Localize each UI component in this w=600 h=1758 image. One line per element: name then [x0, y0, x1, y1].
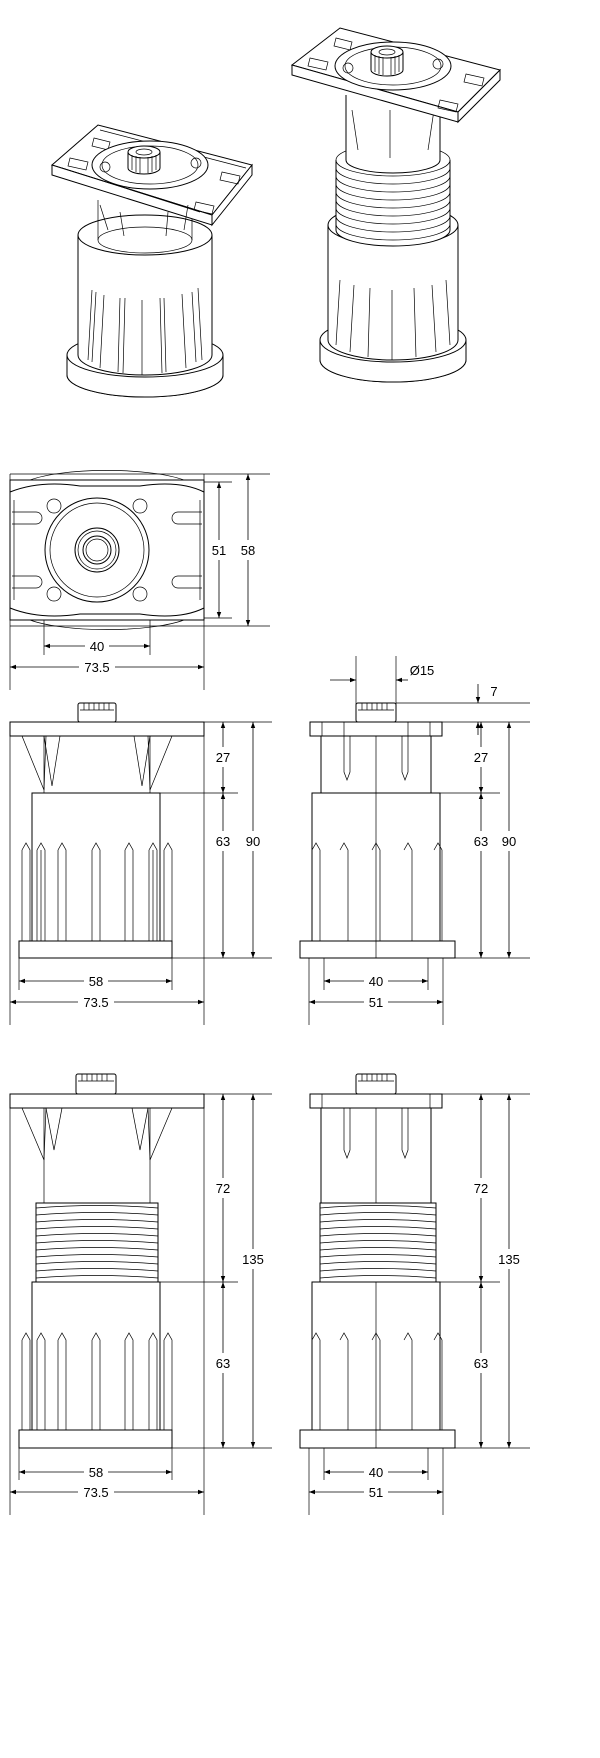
dimension-arrow: [309, 999, 315, 1005]
dimension-arrow: [220, 1276, 226, 1282]
dim-side-short-base-outer: 51: [369, 995, 383, 1010]
dimension-arrow: [19, 1469, 25, 1475]
dimension-arrow: [245, 620, 251, 626]
dim-side-short-total: 90: [502, 834, 516, 849]
dim-side-short-base-inner: 40: [369, 974, 383, 989]
side-view-short: [299, 656, 530, 1025]
dim-front-tall-top: 72: [216, 1181, 230, 1196]
dim-plan-height-outer: 58: [241, 543, 255, 558]
dim-side-tall-top: 72: [474, 1181, 488, 1196]
dimension-arrow: [198, 1489, 204, 1495]
dimension-arrow: [250, 1094, 256, 1100]
dimension-arrow: [506, 952, 512, 958]
dimension-arrow: [216, 612, 222, 618]
dimension-arrow: [166, 1469, 172, 1475]
iso-foot-short: [50, 124, 253, 398]
dim-front-tall-total: 135: [242, 1252, 264, 1267]
dim-plan-width-outer: 73.5: [84, 660, 109, 675]
dimension-arrow: [220, 1442, 226, 1448]
dimension-arrow: [220, 1094, 226, 1100]
dimension-arrow: [478, 722, 484, 728]
iso-foot-tall: [290, 27, 501, 383]
dimension-arrow: [478, 1442, 484, 1448]
front-view-short: [9, 702, 272, 1025]
dim-side-short-stem-dia: Ø15: [410, 663, 435, 678]
dimension-arrow: [144, 643, 150, 649]
dimension-arrow: [506, 1094, 512, 1100]
dim-side-short-stem-height: 7: [490, 684, 497, 699]
dim-side-tall-total: 135: [498, 1252, 520, 1267]
dim-side-short-bottom: 63: [474, 834, 488, 849]
dim-side-tall-bottom: 63: [474, 1356, 488, 1371]
dimension-arrow: [245, 474, 251, 480]
dimension-labels: 51 58 40 73.5 27 63 90 58 73.5 Ø15 7 27 …: [83, 543, 520, 1500]
dimension-arrow: [19, 978, 25, 984]
dimension-arrow: [220, 1282, 226, 1288]
dimension-arrow: [478, 793, 484, 799]
dimension-arrow: [198, 664, 204, 670]
dimension-lines: [10, 474, 512, 1495]
front-view-tall: [9, 1073, 272, 1515]
dimension-arrow: [422, 978, 428, 984]
dim-plan-height-inner: 51: [212, 543, 226, 558]
dim-front-tall-base-inner: 58: [89, 1465, 103, 1480]
dimension-arrow: [478, 1282, 484, 1288]
dimension-arrow: [220, 952, 226, 958]
dim-side-short-top: 27: [474, 750, 488, 765]
top-plan-view: [9, 470, 270, 690]
dimension-arrow: [506, 1442, 512, 1448]
dim-front-short-bottom: 63: [216, 834, 230, 849]
dimension-arrow: [350, 677, 356, 683]
dim-front-tall-bottom: 63: [216, 1356, 230, 1371]
dimension-arrow: [166, 978, 172, 984]
dimension-arrow: [250, 952, 256, 958]
dimension-arrow: [437, 999, 443, 1005]
dimension-arrow: [250, 1442, 256, 1448]
dimension-arrow: [396, 677, 402, 683]
dim-side-tall-base-outer: 51: [369, 1485, 383, 1500]
dim-side-tall-base-inner: 40: [369, 1465, 383, 1480]
dim-front-short-top: 27: [216, 750, 230, 765]
dimension-arrow: [198, 999, 204, 1005]
dim-front-short-base-outer: 73.5: [83, 995, 108, 1010]
dimension-arrow: [10, 664, 16, 670]
dimension-arrow: [216, 482, 222, 488]
side-view-tall: [299, 1073, 530, 1515]
dim-plan-width-inner: 40: [90, 639, 104, 654]
dimension-arrow: [324, 978, 330, 984]
dimension-arrow: [44, 643, 50, 649]
dimension-arrow: [475, 722, 481, 728]
dimension-arrow: [506, 722, 512, 728]
dimension-arrow: [478, 952, 484, 958]
dimension-arrow: [309, 1489, 315, 1495]
dimension-arrow: [422, 1469, 428, 1475]
dim-front-tall-base-outer: 73.5: [83, 1485, 108, 1500]
dimension-arrow: [220, 722, 226, 728]
dimension-arrow: [478, 787, 484, 793]
dimension-arrow: [10, 1489, 16, 1495]
dimension-arrow: [220, 793, 226, 799]
dimension-arrow: [478, 1276, 484, 1282]
dimension-arrow: [250, 722, 256, 728]
dimension-arrow: [437, 1489, 443, 1495]
dim-front-short-base-inner: 58: [89, 974, 103, 989]
dimension-arrow: [220, 787, 226, 793]
dimension-arrow: [10, 999, 16, 1005]
dimension-arrow: [475, 697, 481, 703]
dimension-arrow: [478, 1094, 484, 1100]
dimension-arrow: [324, 1469, 330, 1475]
dim-front-short-total: 90: [246, 834, 260, 849]
